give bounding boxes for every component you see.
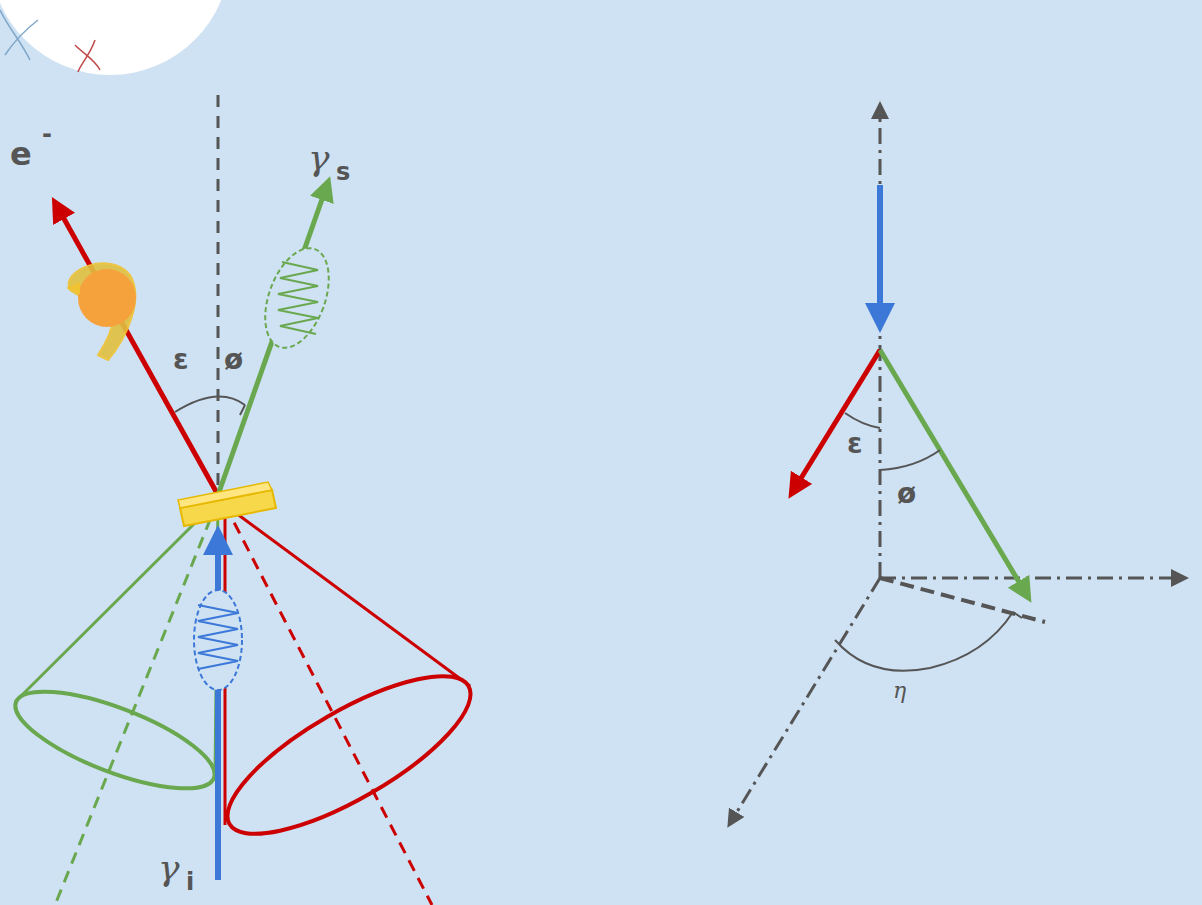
particle-label: e [10, 138, 32, 170]
photon-subscript: s [336, 160, 350, 184]
photon-label: γ [308, 140, 330, 176]
photon-subscript: i [186, 870, 194, 894]
angle-label: ø [897, 480, 916, 508]
angle-label: η [893, 680, 906, 702]
photon-label: γ [158, 850, 180, 886]
angle-label: ε [173, 346, 189, 374]
angle-label: ø [224, 346, 243, 374]
angle-label: ε [847, 430, 863, 458]
charge-superscript: - [42, 122, 52, 146]
logo-circle [0, 0, 230, 75]
